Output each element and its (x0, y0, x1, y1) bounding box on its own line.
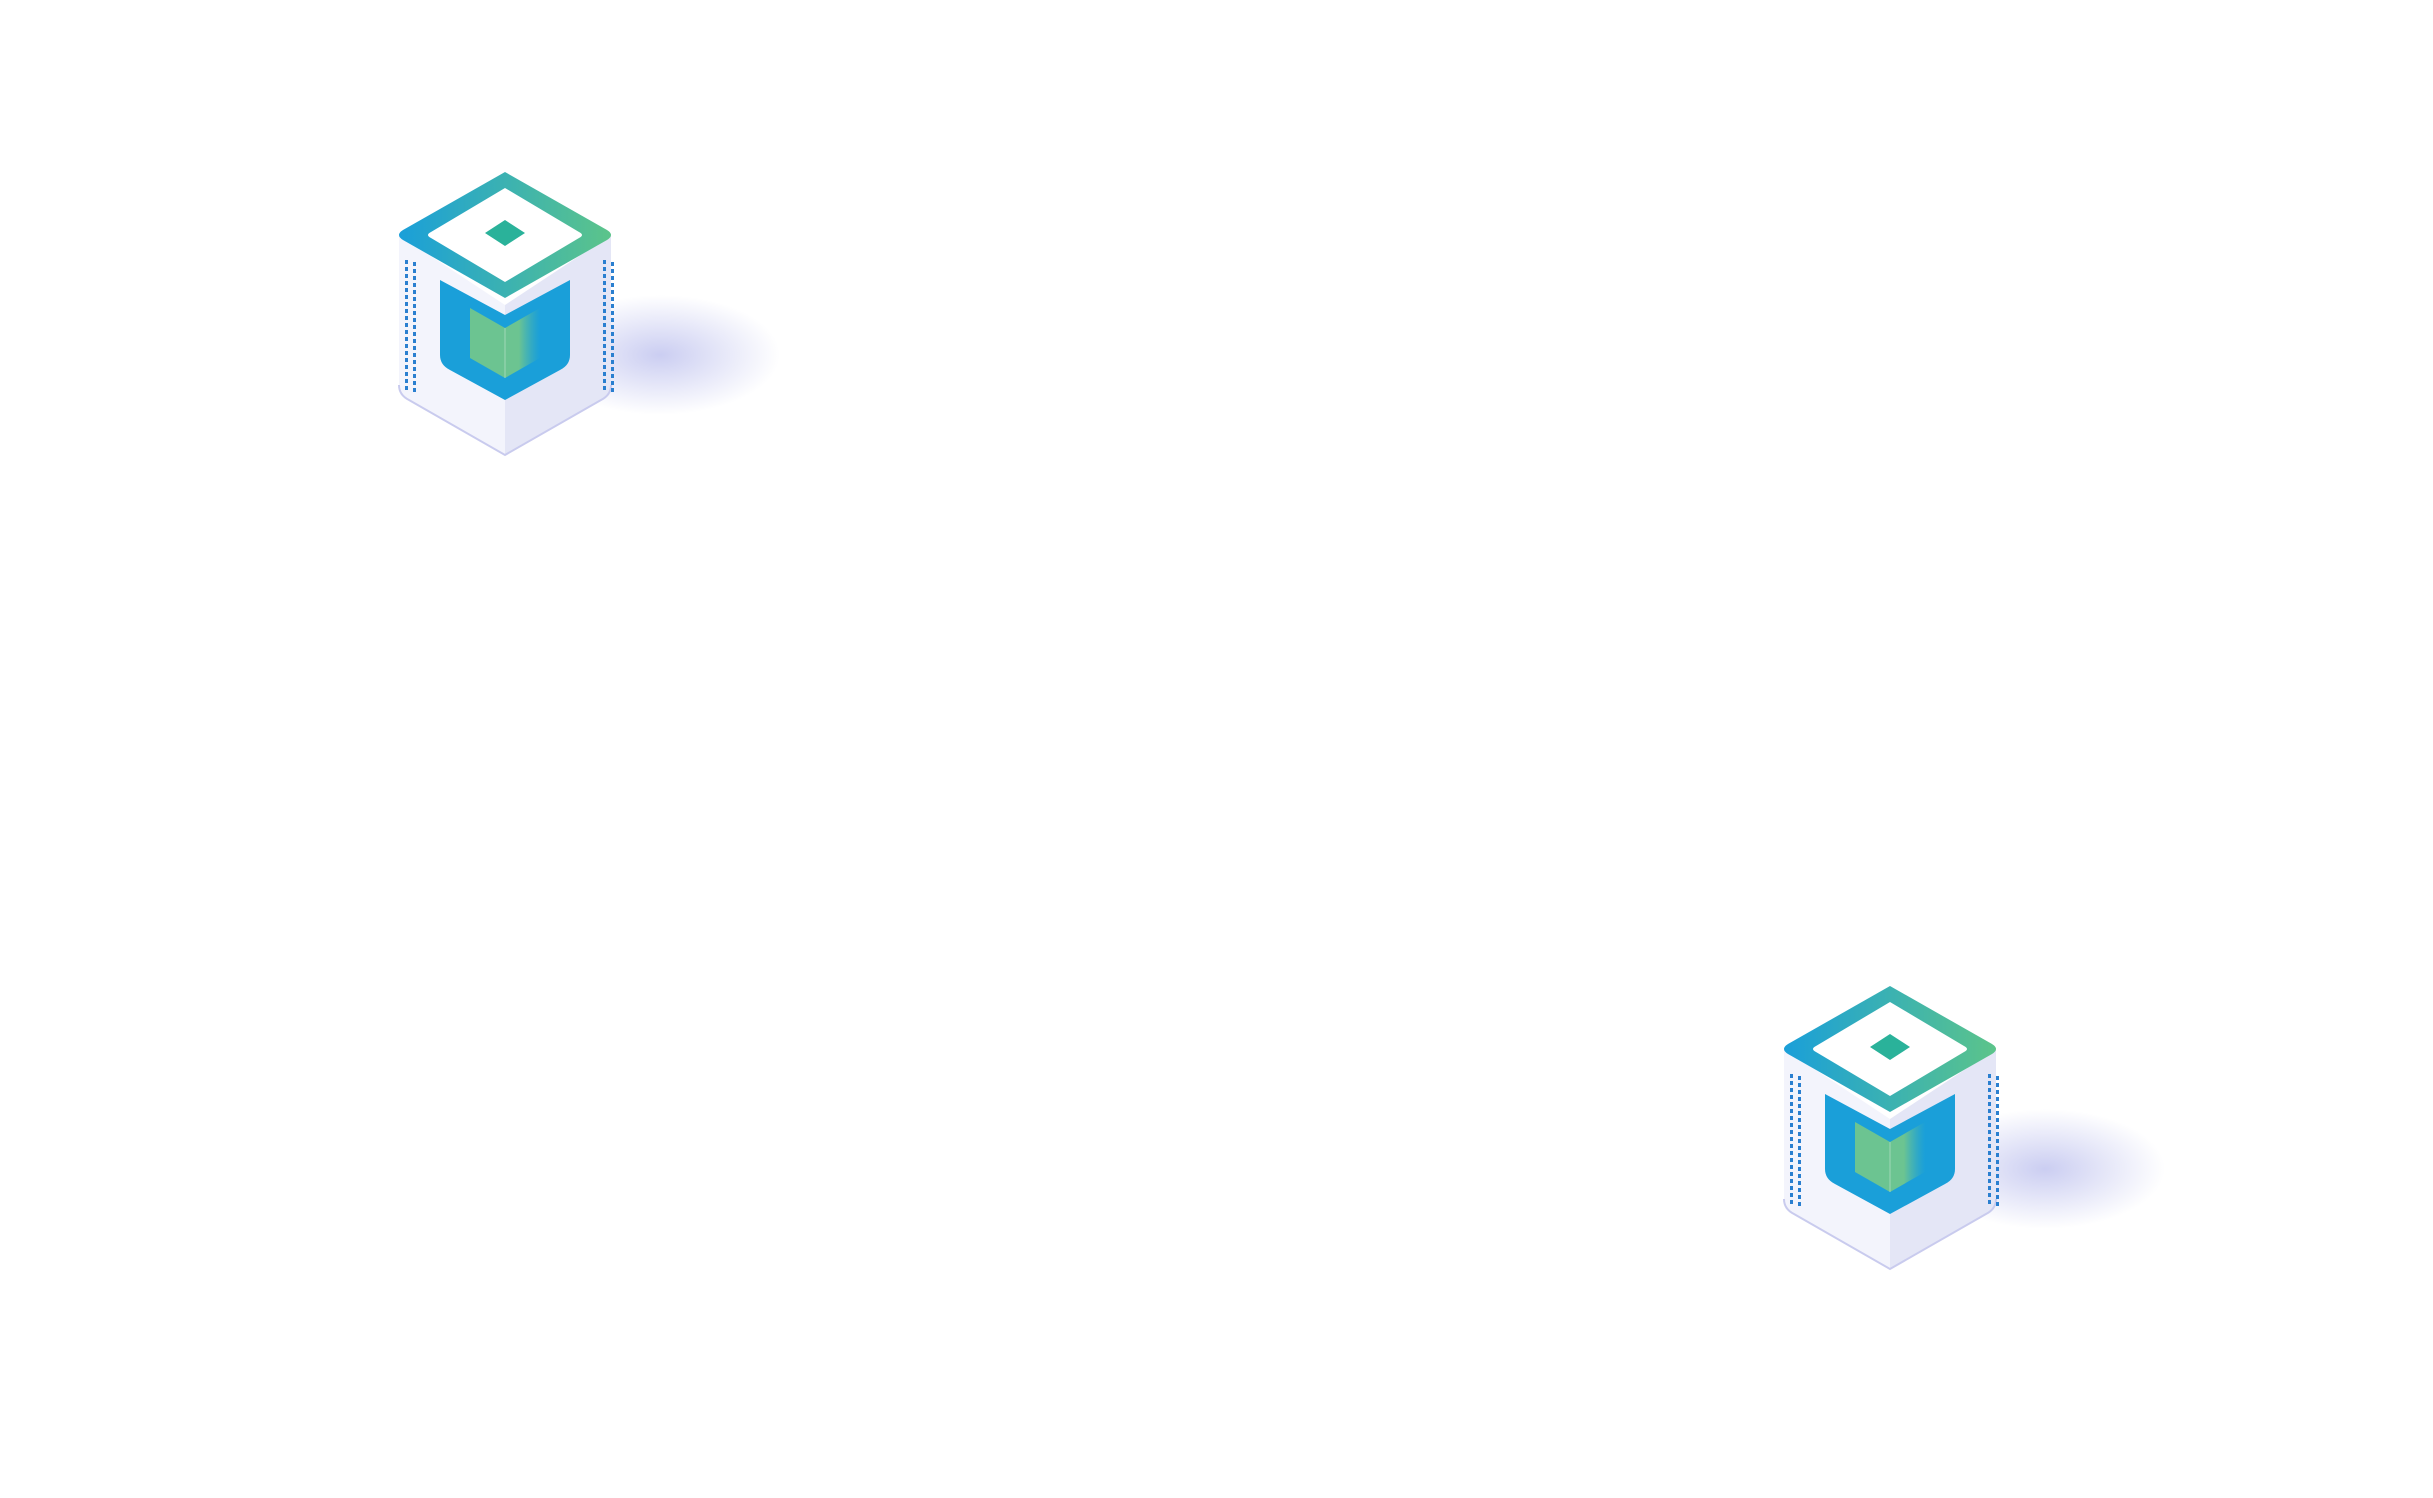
server-cube-icon (1780, 974, 2200, 1274)
server-cube-icon (395, 160, 815, 460)
